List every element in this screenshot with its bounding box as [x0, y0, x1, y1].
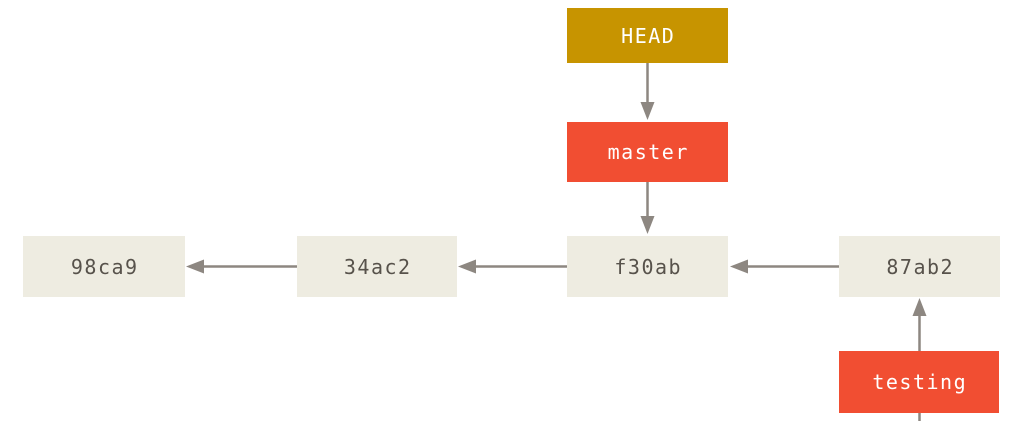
arrow-head-87ab2-to-f30ab: [730, 259, 748, 274]
arrow-head-f30ab-to-34ac2: [458, 259, 476, 274]
arrow-head-34ac2-to-98ca9: [186, 259, 204, 274]
commit-node-87ab2: 87ab2: [839, 236, 1000, 297]
arrow-head-head-to-master: [640, 102, 655, 120]
commit-node-f30ab: f30ab: [567, 236, 728, 297]
arrow-head-master-to-f30ab: [640, 216, 655, 234]
arrow-head-testing-to-87ab2: [912, 298, 927, 316]
commit-node-34ac2: 34ac2: [297, 236, 457, 297]
branch-label-testing: testing: [839, 351, 999, 413]
head-pointer-label: HEAD: [567, 8, 728, 63]
commit-node-98ca9: 98ca9: [23, 236, 185, 297]
branch-label-master: master: [567, 122, 728, 182]
